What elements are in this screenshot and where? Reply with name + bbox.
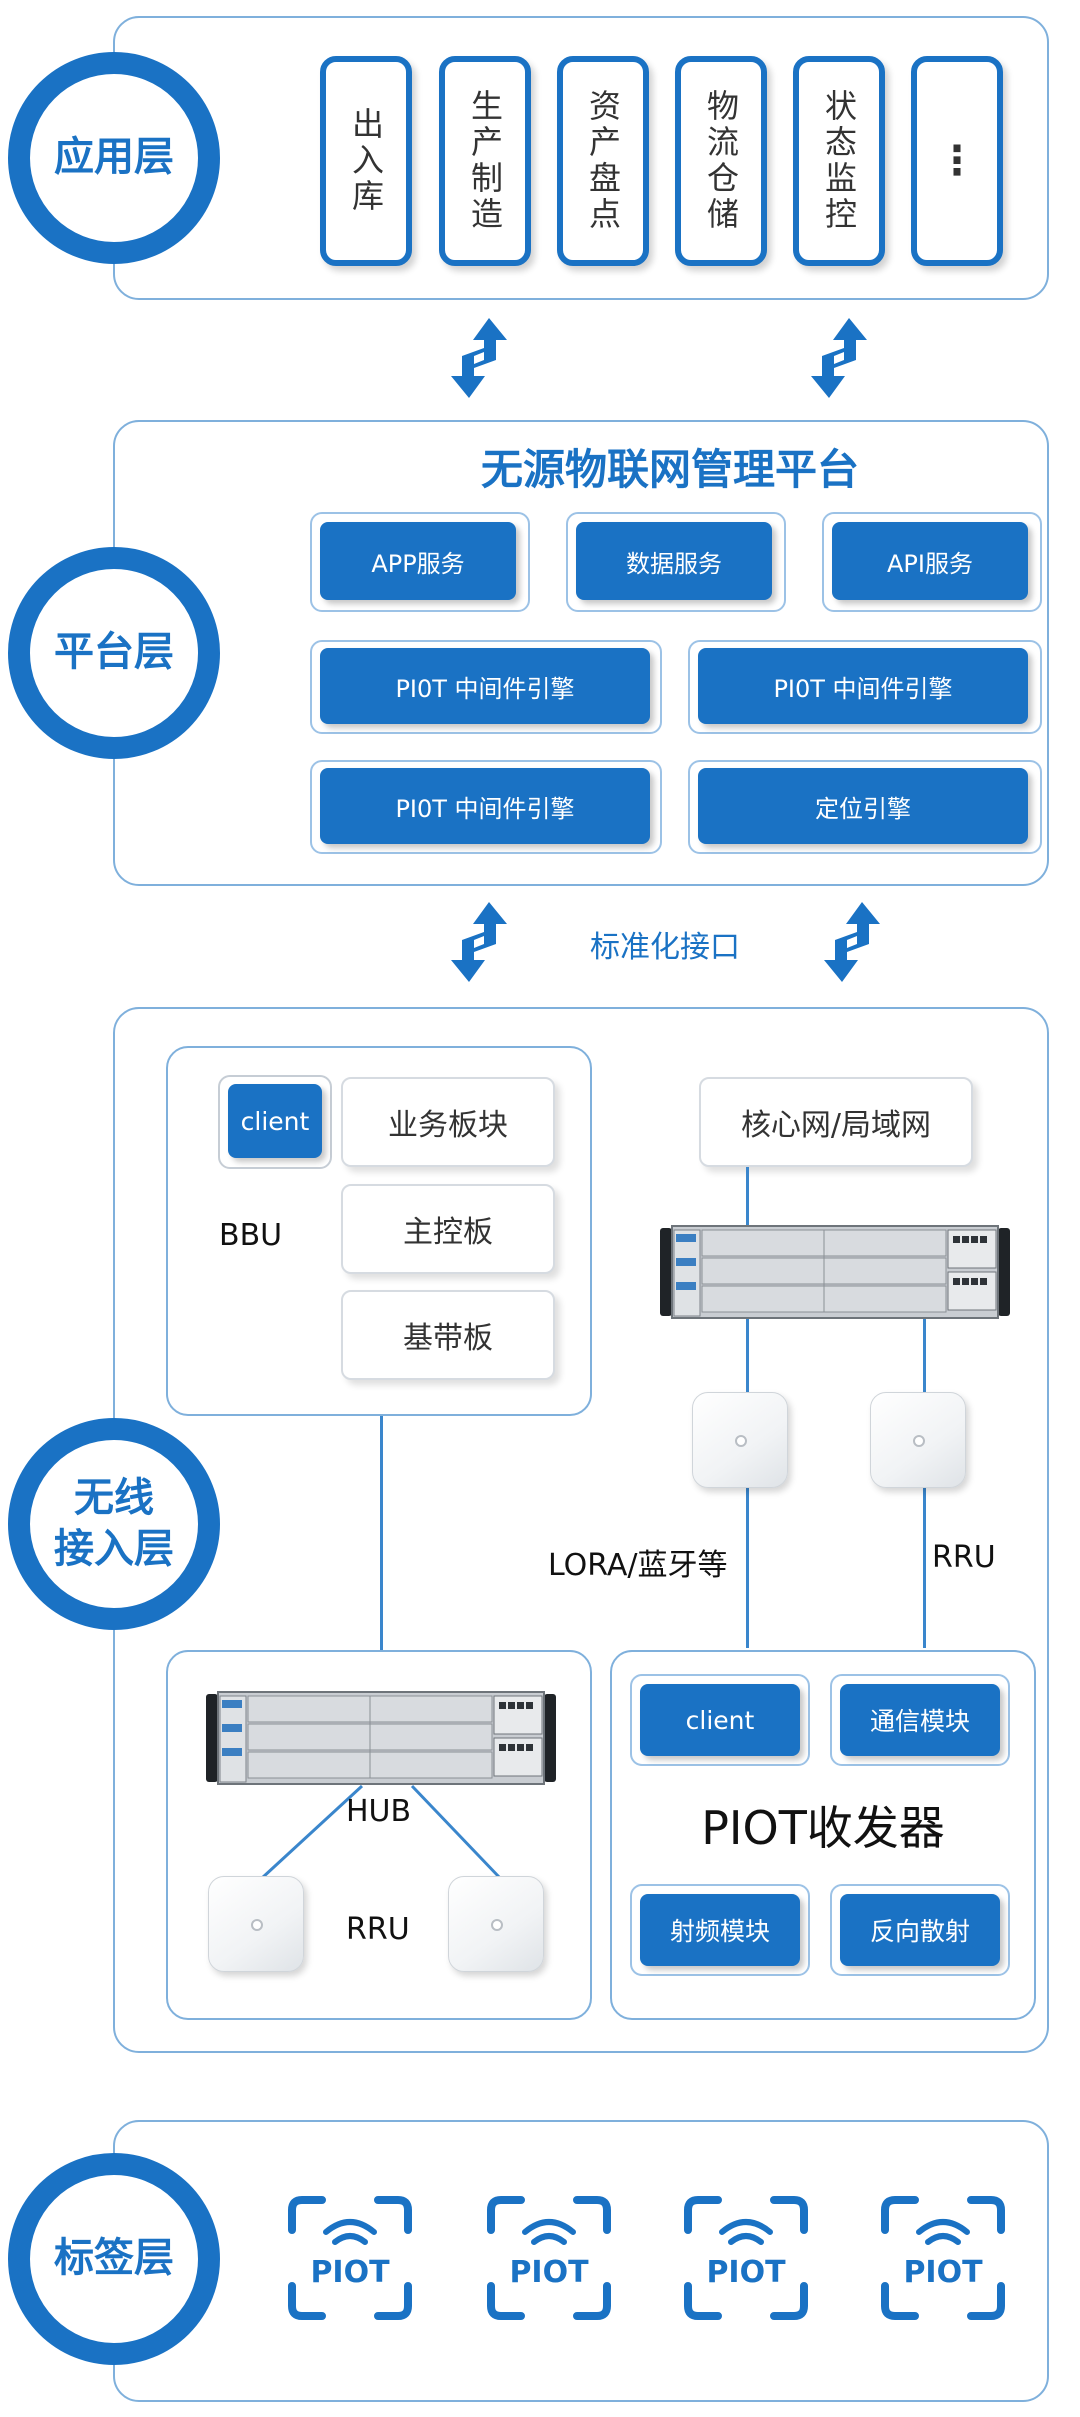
piot-tag-icon: PIOT (684, 2196, 808, 2320)
tag-label: PIOT (903, 2255, 983, 2290)
app-layer-label: 应用层 (54, 134, 174, 181)
middleware-engine-button[interactable]: PI0T 中间件引擎 (698, 648, 1028, 724)
transceiver-title: PIOT收发器 (701, 1801, 945, 1855)
app-item-more[interactable]: ⋮ (911, 56, 1003, 266)
tag-layer-panel (113, 2120, 1049, 2402)
interface-label: 标准化接口 (590, 930, 740, 965)
main-control-board-button[interactable]: 主控板 (341, 1184, 555, 1274)
hub-rru-label: RRU (346, 1912, 410, 1947)
app-item-asset-inventory[interactable]: 资产盘点 (557, 56, 649, 266)
app-item-label: 出入库 (347, 107, 385, 215)
double-arrow-icon (811, 318, 867, 398)
data-service-button[interactable]: 数据服务 (576, 522, 772, 600)
server-rack-icon (206, 1691, 556, 1785)
access-layer-badge: 无线 接入层 (8, 1418, 220, 1630)
app-item-production[interactable]: 生产制造 (439, 56, 531, 266)
connector-line (746, 1167, 749, 1227)
app-item-label: 资产盘点 (584, 89, 622, 233)
app-service-button[interactable]: APP服务 (320, 522, 516, 600)
platform-layer-badge: 平台层 (8, 547, 220, 759)
hub-label: HUB (346, 1794, 412, 1829)
rru-label-right: RRU (932, 1540, 996, 1575)
backscatter-button[interactable]: 反向散射 (840, 1894, 1000, 1966)
tag-label: PIOT (706, 2255, 786, 2290)
middleware-engine-button[interactable]: PI0T 中间件引擎 (320, 648, 650, 724)
comm-module-button[interactable]: 通信模块 (840, 1684, 1000, 1756)
core-network-button[interactable]: 核心网/局域网 (699, 1077, 973, 1167)
app-item-label: 物流仓储 (702, 89, 740, 233)
piot-tag-icon: PIOT (881, 2196, 1005, 2320)
double-arrow-icon (451, 318, 507, 398)
bbu-client-button[interactable]: client (228, 1084, 322, 1158)
more-icon: ⋮ (937, 138, 977, 184)
transceiver-client-button[interactable]: client (640, 1684, 800, 1756)
access-point-icon (448, 1876, 544, 1972)
access-layer-label: 无线 接入层 (54, 1474, 174, 1572)
app-item-logistics[interactable]: 物流仓储 (675, 56, 767, 266)
positioning-engine-button[interactable]: 定位引擎 (698, 768, 1028, 844)
platform-layer-label: 平台层 (54, 629, 174, 676)
app-item-monitoring[interactable]: 状态监控 (793, 56, 885, 266)
tag-label: PIOT (310, 2255, 390, 2290)
rf-module-button[interactable]: 射频模块 (640, 1894, 800, 1966)
app-item-inout[interactable]: 出入库 (320, 56, 412, 266)
baseband-board-button[interactable]: 基带板 (341, 1290, 555, 1380)
middleware-engine-button[interactable]: PI0T 中间件引擎 (320, 768, 650, 844)
double-arrow-icon (824, 902, 880, 982)
lora-label: LORA/蓝牙等 (548, 1548, 728, 1583)
access-point-icon (870, 1392, 966, 1488)
piot-tag-icon: PIOT (288, 2196, 412, 2320)
server-rack-icon (660, 1225, 1010, 1319)
hub-connector-lines (260, 1784, 502, 1880)
app-item-label: 状态监控 (820, 89, 858, 233)
piot-tag-icon: PIOT (487, 2196, 611, 2320)
bbu-label: BBU (219, 1218, 283, 1253)
api-service-button[interactable]: API服务 (832, 522, 1028, 600)
platform-title: 无源物联网管理平台 (480, 445, 859, 494)
tag-label: PIOT (509, 2255, 589, 2290)
tag-layer-label: 标签层 (54, 2235, 174, 2282)
connector-line (380, 1416, 383, 1656)
app-item-label: 生产制造 (466, 89, 504, 233)
double-arrow-icon (451, 902, 507, 982)
tag-layer-badge: 标签层 (8, 2153, 220, 2365)
business-board-button[interactable]: 业务板块 (341, 1077, 555, 1167)
app-layer-badge: 应用层 (8, 52, 220, 264)
access-point-icon (208, 1876, 304, 1972)
access-point-icon (692, 1392, 788, 1488)
